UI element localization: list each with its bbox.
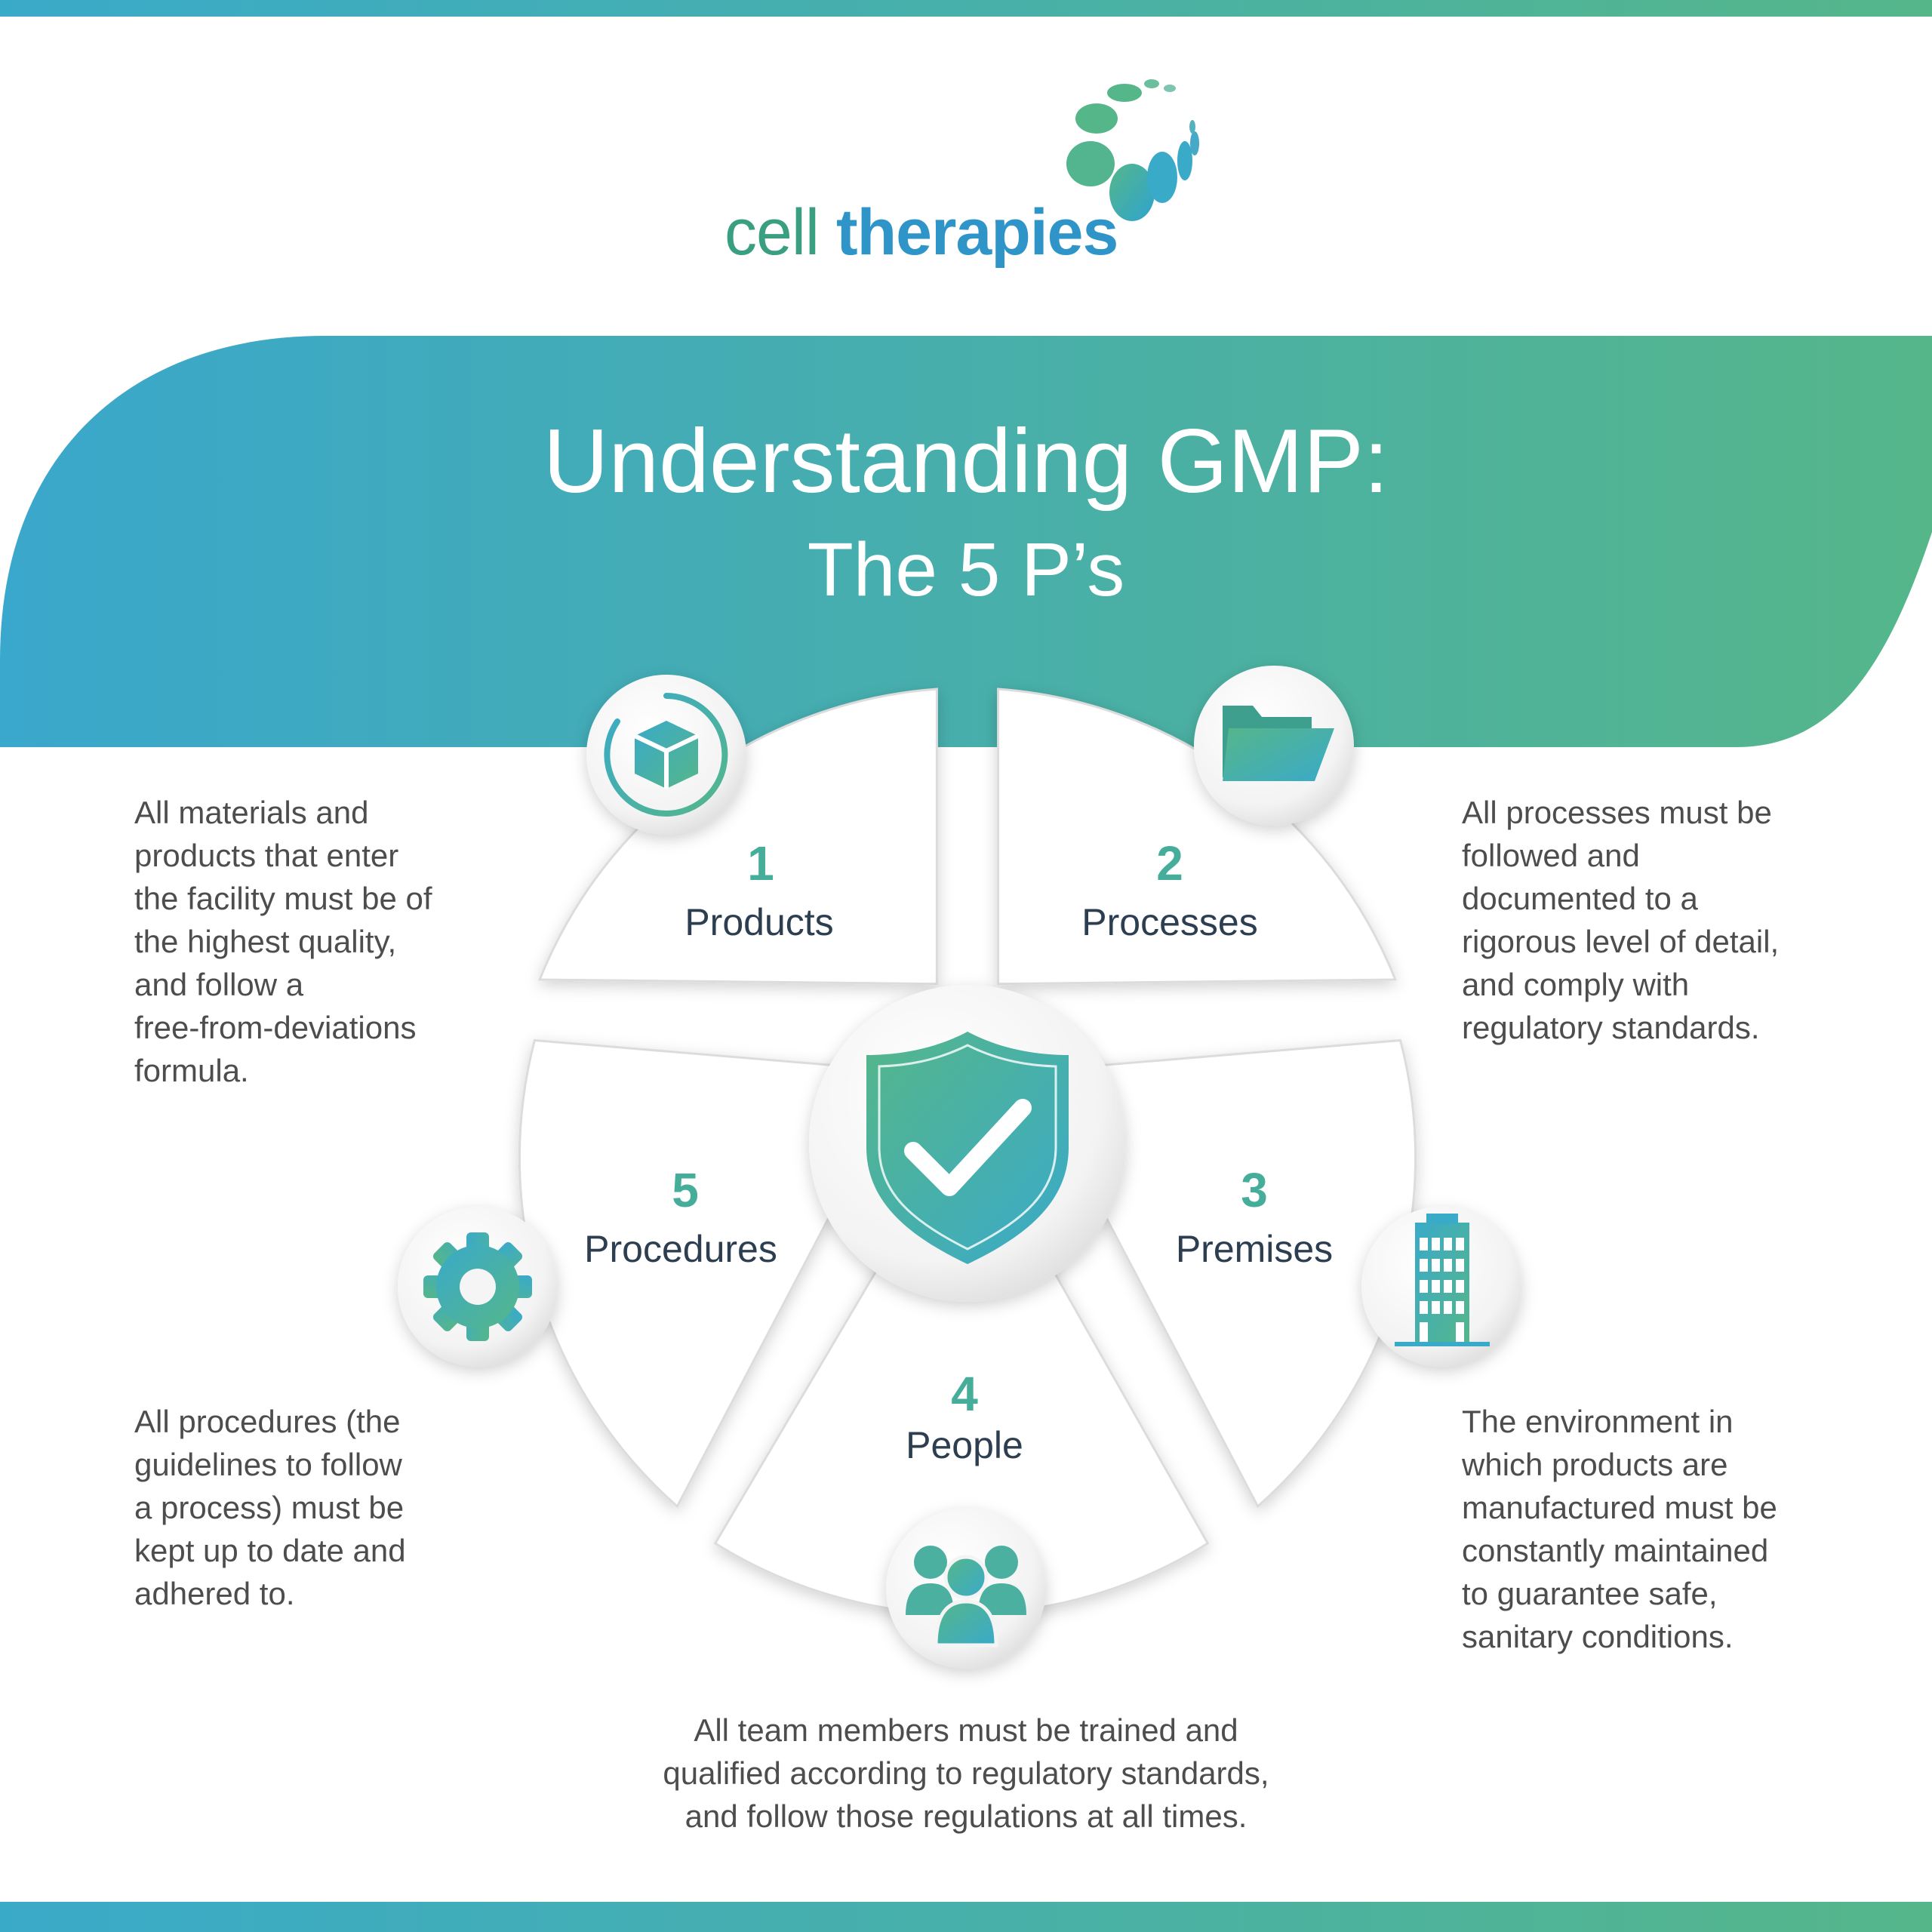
processes-label: Processes xyxy=(1081,901,1258,943)
people-number: 4 xyxy=(951,1367,978,1421)
products-bubble xyxy=(586,675,746,835)
procedures-number: 5 xyxy=(672,1163,699,1217)
premises-bubble xyxy=(1361,1207,1521,1367)
page-subtitle: The 5 P’s xyxy=(807,528,1125,612)
bottom-stripe xyxy=(0,1902,1932,1932)
gear-icon xyxy=(423,1232,532,1341)
premises-label: Premises xyxy=(1175,1228,1334,1270)
logo-word-therapies: therapies xyxy=(835,196,1118,269)
procedures-description: All procedures (the guidelines to follow… xyxy=(134,1404,406,1611)
logo: cell therapies xyxy=(724,72,1268,283)
procedures-bubble xyxy=(398,1207,558,1367)
processes-number: 2 xyxy=(1156,836,1183,891)
people-label: People xyxy=(906,1424,1023,1466)
logo-dots-icon xyxy=(1066,79,1199,221)
top-stripe xyxy=(0,0,1932,17)
cube-icon xyxy=(604,693,728,817)
folder-icon xyxy=(1223,706,1334,781)
premises-number: 3 xyxy=(1241,1163,1268,1217)
shield-check-icon xyxy=(866,1032,1069,1264)
products-number: 1 xyxy=(747,836,774,891)
procedures-label: Procedures xyxy=(584,1228,777,1270)
page-title: Understanding GMP: xyxy=(543,411,1389,512)
processes-description: All processes must be followed and docum… xyxy=(1462,795,1780,1045)
header-banner xyxy=(0,336,1932,747)
premises-description: The environment in which products are ma… xyxy=(1462,1404,1777,1654)
logo-word-cell: cell xyxy=(724,196,820,269)
building-windows xyxy=(1420,1238,1464,1342)
products-description: All materials and products that enter th… xyxy=(134,795,432,1088)
processes-bubble xyxy=(1194,666,1354,826)
logo-wordmark: cell therapies xyxy=(724,200,1118,265)
people-icon xyxy=(906,1546,1026,1647)
center-hub xyxy=(809,985,1126,1302)
people-bubble xyxy=(886,1509,1046,1669)
people-description: All team members must be trained and qua… xyxy=(663,1712,1269,1834)
products-label: Products xyxy=(685,901,834,943)
